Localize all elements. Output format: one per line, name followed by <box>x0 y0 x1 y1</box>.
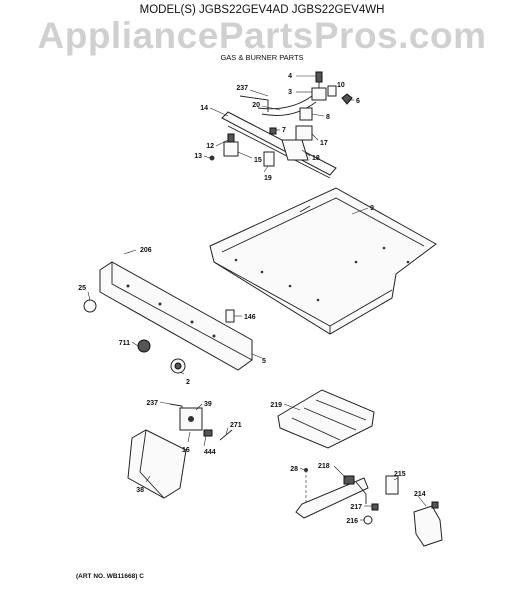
callout-5: 5 <box>262 358 266 365</box>
art-number: (ART NO. WB11668) C <box>76 573 144 580</box>
callout-19: 19 <box>264 175 272 182</box>
manifold-panel-5 <box>99 261 253 371</box>
clip-19 <box>263 151 275 167</box>
callout-711: 711 <box>119 340 130 347</box>
callout-3: 3 <box>288 89 292 96</box>
orifice-218 <box>343 475 355 485</box>
leader-lines <box>87 75 427 521</box>
screw-28 <box>304 468 308 472</box>
pressure-regulator <box>311 87 327 101</box>
callout-18: 18 <box>312 155 320 162</box>
screw-7 <box>269 127 277 135</box>
callout-217: 217 <box>350 504 362 511</box>
callout-16: 16 <box>182 447 190 454</box>
callout-215: 215 <box>394 471 406 478</box>
orifice-6 <box>341 93 353 105</box>
callout-25: 25 <box>78 285 86 292</box>
callout-237: 237 <box>236 85 248 92</box>
screw-216 <box>363 515 373 525</box>
page-subtitle: GAS & BURNER PARTS <box>220 53 303 62</box>
manifold-pipe-edge <box>227 125 331 179</box>
tubing-20 <box>257 95 313 110</box>
callout-9: 9 <box>370 205 374 212</box>
callout-4: 4 <box>288 73 292 80</box>
valve-8 <box>299 107 313 121</box>
callout-146: 146 <box>244 314 256 321</box>
callout-28: 28 <box>290 466 298 473</box>
regulator-fitting-4 <box>315 71 323 83</box>
callout-12: 12 <box>206 143 214 150</box>
bracket-215 <box>385 475 399 495</box>
callout-206: 206 <box>140 247 152 254</box>
burner-tube <box>295 477 369 519</box>
valve-assembly-lower <box>127 403 233 499</box>
callout-216: 216 <box>346 518 358 525</box>
screw-271 <box>219 429 233 441</box>
valve-block-18 <box>281 139 309 161</box>
callout-219: 219 <box>270 402 282 409</box>
valve-444 <box>203 429 213 437</box>
clip-146 <box>225 309 235 323</box>
callout-7: 7 <box>282 127 286 134</box>
callout-20: 20 <box>252 102 260 109</box>
gas-tube-237 <box>239 95 269 112</box>
page-title: MODEL(S) JGBS22GEV4AD JGBS22GEV4WH <box>140 4 385 16</box>
igniter-214 <box>413 505 443 547</box>
callout-17: 17 <box>320 140 328 147</box>
callout-214: 214 <box>414 491 426 498</box>
regulator-valve-10 <box>327 85 337 97</box>
burner-box-pan <box>209 187 437 335</box>
callout-2: 2 <box>186 379 190 386</box>
grommet-711 <box>137 339 151 353</box>
callout-39: 39 <box>204 401 212 408</box>
callout-labels: 4 10 237 3 6 20 8 14 7 17 12 13 15 18 19… <box>78 73 426 525</box>
callout-6: 6 <box>356 98 360 105</box>
callout-218: 218 <box>318 463 330 470</box>
shield-219 <box>277 389 375 449</box>
gas-manifold-assembly <box>209 71 353 179</box>
grommet-25 <box>83 299 97 313</box>
callout-15: 15 <box>254 157 262 164</box>
valve-15 <box>223 141 239 157</box>
callout-8: 8 <box>326 114 330 121</box>
screw-217 <box>371 503 379 511</box>
callout-271: 271 <box>230 422 242 429</box>
callout-13: 13 <box>194 153 202 160</box>
callout-38: 38 <box>136 487 144 494</box>
callout-444: 444 <box>204 449 216 456</box>
callout-10: 10 <box>337 82 345 89</box>
watermark-text: AppliancePartsPros.com <box>38 15 487 56</box>
valve-knob-12 <box>227 133 235 143</box>
callout-14: 14 <box>200 105 208 112</box>
burner-assembly-lower <box>277 389 443 547</box>
callout-237-lower: 237 <box>146 400 158 407</box>
burner-box-9 <box>209 187 437 335</box>
manifold-pipe <box>221 111 337 176</box>
valve-17 <box>295 125 313 141</box>
screw-13 <box>209 155 215 161</box>
